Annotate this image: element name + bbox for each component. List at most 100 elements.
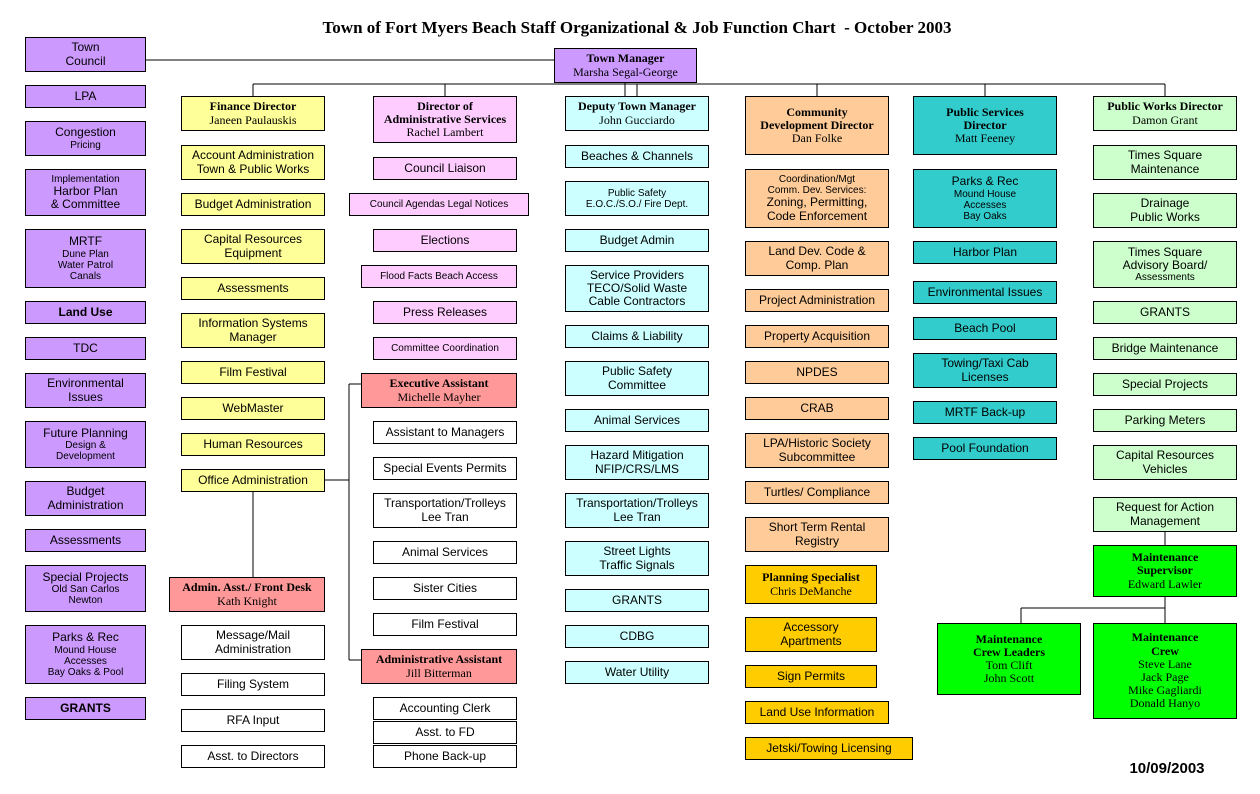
box-line: Times Square — [1127, 244, 1203, 259]
box-line: Harbor Plan — [952, 244, 1018, 259]
org-box-film-festival-finance: Film Festival — [181, 361, 325, 384]
org-box-beach-pool: Beach Pool — [913, 317, 1057, 340]
box-line: Development Director — [760, 117, 874, 132]
org-box-asst-to-fd: Asst. to FD — [373, 721, 517, 744]
box-line: Accessory — [783, 620, 839, 635]
box-line: Flood Facts Beach Access — [380, 271, 498, 282]
box-line: Old San Carlos — [51, 584, 120, 596]
box-line: Rachel Lambert — [406, 125, 484, 140]
box-line: Pool Foundation — [941, 440, 1029, 455]
box-line: Budget Administration — [194, 196, 312, 211]
org-box-committee-coordination: Committee Coordination — [373, 337, 517, 360]
org-box-npdes: NPDES — [745, 361, 889, 384]
box-line: Assessments — [49, 532, 122, 547]
org-box-press-releases: Press Releases — [373, 301, 517, 324]
box-line: Administration — [214, 641, 292, 656]
org-box-harbor-plan: Harbor Plan — [913, 241, 1057, 264]
box-line: Information Systems — [198, 316, 308, 331]
box-line: TECO/Solid Waste — [586, 280, 688, 295]
box-line: Phone Back-up — [403, 748, 487, 763]
box-line: Mound House — [54, 644, 117, 656]
box-line: Administration — [47, 497, 124, 512]
box-line: Parking Meters — [1124, 412, 1206, 427]
org-box-accounting-clerk: Accounting Clerk — [373, 697, 517, 720]
box-line: Project Administration — [758, 292, 876, 307]
box-line: Michelle Mayher — [397, 389, 481, 404]
org-box-elections: Elections — [373, 229, 517, 252]
box-line: Special Projects — [42, 569, 129, 584]
org-box-jetski-towing-licensing: Jetski/Towing Licensing — [745, 737, 913, 760]
box-line: Maintenance — [1130, 161, 1200, 176]
box-line: Special Projects — [1121, 376, 1209, 391]
box-line: MRTF — [68, 234, 103, 249]
box-line: Parks & Rec — [951, 174, 1019, 189]
org-box-special-projects-works: Special Projects — [1093, 373, 1237, 396]
box-line: GRANTS — [611, 592, 662, 607]
box-line: Drainage — [1140, 196, 1190, 211]
box-line: Director — [963, 117, 1007, 132]
box-line: Cable Contractors — [588, 294, 686, 309]
box-line: Pricing — [70, 139, 101, 151]
org-box-film-festival-admin: Film Festival — [373, 613, 517, 636]
box-line: Committee — [607, 377, 666, 392]
box-line: Water Patrol — [57, 259, 114, 271]
box-line: Message/Mail — [215, 628, 291, 643]
box-line: WebMaster — [222, 400, 284, 415]
box-line: Tom Clift — [985, 658, 1033, 672]
box-line: Damon Grant — [1132, 112, 1198, 127]
org-box-council-agendas: Council Agendas Legal Notices — [349, 193, 529, 216]
box-line: Council Liaison — [404, 160, 486, 175]
box-line: Council Agendas Legal Notices — [369, 199, 509, 210]
box-line: Dune Plan — [62, 248, 109, 260]
box-line: Management — [1129, 513, 1201, 528]
box-line: Future Planning — [43, 425, 128, 440]
box-line: Admin. Asst./ Front Desk — [182, 580, 312, 595]
box-line: Vehicles — [1142, 461, 1188, 476]
box-line: Public Works — [1130, 209, 1200, 224]
org-box-assessments-finance: Assessments — [181, 277, 325, 300]
box-line: Committee Coordination — [391, 343, 499, 354]
box-line: Design & — [65, 440, 106, 452]
box-line: Transportation/Trolleys — [576, 496, 698, 511]
org-box-land-dev-code: Land Dev. Code &Comp. Plan — [745, 241, 889, 276]
box-line: NPDES — [796, 364, 838, 379]
box-line: Environmental — [47, 376, 124, 391]
box-line: Budget — [66, 484, 105, 499]
org-box-council-liaison: Council Liaison — [373, 157, 517, 180]
org-box-land-use-information: Land Use Information — [745, 701, 889, 724]
box-line: LPA/Historic Society — [763, 436, 871, 451]
box-line: Maintenance — [975, 631, 1043, 646]
org-box-asst-to-directors: Asst. to Directors — [181, 745, 325, 768]
org-box-crab: CRAB — [745, 397, 889, 420]
box-line: Lee Tran — [421, 509, 469, 524]
box-line: Lee Tran — [613, 509, 661, 524]
box-line: Development — [56, 451, 115, 463]
box-line: Land Dev. Code & — [768, 244, 866, 259]
box-line: CDBG — [619, 628, 655, 643]
box-line: MRTF Back-up — [944, 404, 1026, 419]
box-line: Congestion — [55, 125, 116, 140]
box-line: Press Releases — [402, 304, 488, 319]
org-box-mrtf-back-up: MRTF Back-up — [913, 401, 1057, 424]
box-line: Bay Oaks & Pool — [47, 666, 124, 678]
org-box-property-acquisition: Property Acquisition — [745, 325, 889, 348]
box-line: E.O.C./S.O./ Fire Dept. — [585, 198, 689, 210]
box-line: Sign Permits — [776, 668, 846, 683]
